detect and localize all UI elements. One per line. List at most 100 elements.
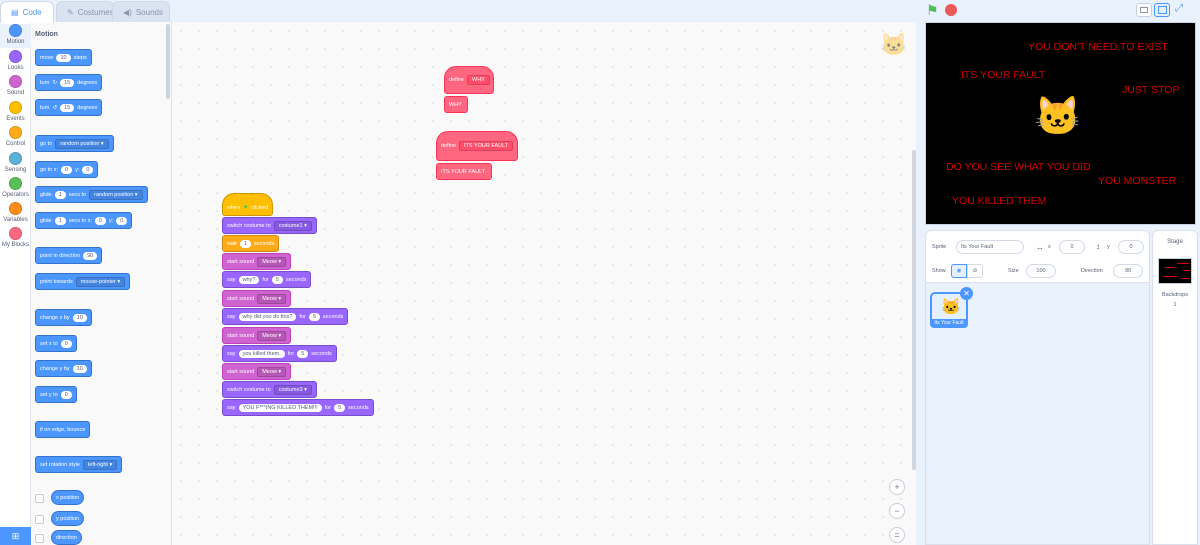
category-motion[interactable]: Motion xyxy=(0,24,31,48)
checkbox-y-position[interactable] xyxy=(35,515,44,524)
zoom-reset-icon: = xyxy=(894,530,900,540)
reporter-y-position[interactable]: y position xyxy=(51,511,85,526)
block-bounce[interactable]: if on edge, bounce xyxy=(35,421,91,438)
category-sound[interactable]: Sound xyxy=(0,75,31,96)
tab-costumes[interactable]: ✎ Costumes xyxy=(56,1,114,23)
looks-dot-icon xyxy=(9,50,22,63)
zoom-out-button[interactable]: − xyxy=(889,503,905,519)
checkbox-x-position[interactable] xyxy=(35,494,44,503)
code-icon: ▤ xyxy=(11,8,19,17)
show-visible-button[interactable]: ◉ xyxy=(951,264,967,278)
extension-icon: ⊞ xyxy=(11,531,20,541)
x-input[interactable]: 0 xyxy=(1059,240,1085,254)
sad-cat-sprite-icon: 🐱 xyxy=(1034,96,1082,138)
category-variables[interactable]: Variables xyxy=(0,202,31,223)
sprite-info-panel: Sprite Its Your Fault ↔ x 0 ↕ y 0 Show ◉… xyxy=(925,230,1150,283)
category-looks[interactable]: Looks xyxy=(0,50,31,71)
zoom-reset-button[interactable]: = xyxy=(889,527,905,543)
large-stage-button[interactable] xyxy=(1154,3,1170,17)
category-operators[interactable]: Operators xyxy=(0,177,31,198)
category-events[interactable]: Events xyxy=(0,101,31,122)
block-call-its-your-fault[interactable]: ITS YOUR FAULT xyxy=(436,163,492,180)
large-stage-icon xyxy=(1158,6,1167,14)
rotate-left-icon: ↺ xyxy=(52,104,58,111)
tab-sounds[interactable]: ◀) Sounds xyxy=(112,1,170,23)
zoom-out-icon: − xyxy=(894,506,900,516)
block-call-why[interactable]: WHY xyxy=(444,96,468,113)
fullscreen-icon[interactable]: ⤢ xyxy=(1175,3,1183,14)
block-when-flag-clicked[interactable]: when⚑clicked xyxy=(222,193,273,216)
operators-dot-icon xyxy=(9,177,22,190)
stage-header: ⚑ ⤢ xyxy=(918,0,1200,22)
code-workspace[interactable] xyxy=(172,22,916,545)
green-flag-button[interactable]: ⚑ xyxy=(926,2,939,18)
small-stage-icon xyxy=(1140,7,1148,13)
tab-code[interactable]: ▤ Code xyxy=(0,1,54,23)
small-stage-button[interactable] xyxy=(1136,3,1152,17)
stage-text-4: DO YOU SEE WHAT YOU DID xyxy=(946,161,1091,173)
sprite-list: 🐱 Its Your Fault ✕ xyxy=(925,283,1150,545)
stage-backdrop-thumb[interactable] xyxy=(1158,258,1192,284)
size-input[interactable]: 100 xyxy=(1026,264,1056,278)
eye-icon: ◉ xyxy=(956,268,962,274)
x-arrows-icon: ↔ xyxy=(1036,243,1044,252)
category-my-blocks[interactable]: My Blocks xyxy=(0,227,31,248)
reporter-x-position[interactable]: x position xyxy=(51,490,85,505)
zoom-in-icon: + xyxy=(894,482,900,492)
category-control[interactable]: Control xyxy=(0,126,31,147)
zoom-in-button[interactable]: + xyxy=(889,479,905,495)
palette-heading: Motion xyxy=(35,31,58,38)
sprite-thumb[interactable]: 🐱 Its Your Fault xyxy=(930,292,968,328)
rotate-right-icon: ↻ xyxy=(52,79,58,86)
trash-icon: ✕ xyxy=(963,289,970,298)
y-input[interactable]: 0 xyxy=(1118,240,1144,254)
editor-tabs: ▤ Code ✎ Costumes ◀) Sounds xyxy=(0,0,172,23)
sensing-dot-icon xyxy=(9,152,22,165)
sprite-name-input[interactable]: Its Your Fault xyxy=(956,240,1024,254)
checkbox-direction[interactable] xyxy=(35,534,44,543)
stage-selector[interactable]: Stage Backdrops 1 xyxy=(1152,230,1198,545)
show-hidden-button[interactable]: ⊘ xyxy=(967,264,983,278)
palette-scrollbar[interactable] xyxy=(166,24,170,99)
reporter-direction[interactable]: direction xyxy=(51,530,82,545)
add-extension-button[interactable]: ⊞ xyxy=(0,527,31,545)
stage-text-6: YOU KILLED THEM xyxy=(952,195,1047,207)
stage-canvas[interactable]: YOU DON'T NEED TO EXIST ITS YOUR FAULT J… xyxy=(925,22,1196,225)
stop-button[interactable] xyxy=(945,4,957,16)
delete-sprite-button[interactable]: ✕ xyxy=(960,287,973,300)
sound-dot-icon xyxy=(9,75,22,88)
direction-input[interactable]: 90 xyxy=(1113,264,1143,278)
workspace-scrollbar[interactable] xyxy=(912,150,916,470)
category-sensing[interactable]: Sensing xyxy=(0,152,31,173)
brush-icon: ✎ xyxy=(67,8,74,17)
stage-text-2: ITS YOUR FAULT xyxy=(961,69,1046,81)
stage-text-1: YOU DON'T NEED TO EXIST xyxy=(1028,41,1168,53)
